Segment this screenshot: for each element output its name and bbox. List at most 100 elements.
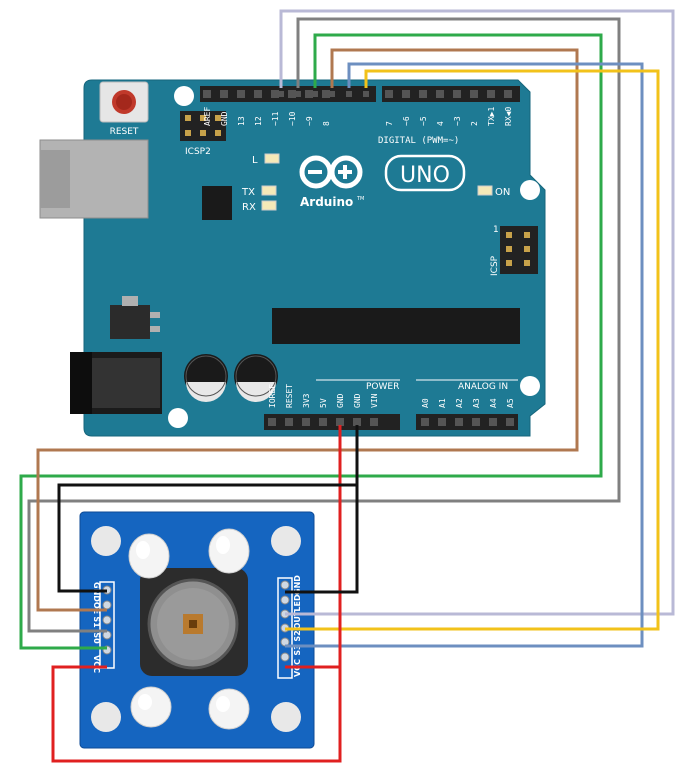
brand-label: Arduino (300, 195, 353, 209)
digital-pin-label: 8 (322, 121, 331, 126)
led-on-label: ON (495, 187, 510, 198)
analog-pin-label: A1 (438, 398, 447, 408)
digital-pin-label: AREF (203, 107, 212, 126)
digital-socket (402, 90, 410, 98)
power-socket (268, 418, 276, 426)
digital-socket (237, 90, 245, 98)
digital-pin-label: ~3 (453, 116, 462, 126)
digital-socket (419, 90, 427, 98)
sensor-right-label: GND (293, 575, 302, 595)
analog-socket (506, 418, 514, 426)
wire-end (337, 419, 343, 425)
led-rx-label: RX (242, 202, 256, 213)
reset-button[interactable] (99, 81, 149, 123)
sensor-right-label: LED (293, 594, 302, 612)
arduino-logo (299, 155, 363, 189)
power-pin-label: GND (336, 393, 345, 408)
digital-pin-label: ~10 (288, 111, 297, 126)
sensor-left-pad (102, 600, 112, 610)
digital-socket (470, 90, 478, 98)
power-socket (370, 418, 378, 426)
wire-end (354, 419, 360, 425)
white-led (130, 686, 172, 728)
digital-pin-label: TX▶1 (487, 107, 496, 126)
power-pin-label: 5V (319, 398, 328, 408)
arduino-uno-board: RESET ICSP2 (39, 79, 546, 437)
mount-hole (174, 86, 194, 106)
sensor-mount-hole (91, 702, 121, 732)
icsp-pin1-label: 1 (493, 225, 499, 235)
power-socket (285, 418, 293, 426)
icsp-header (500, 226, 538, 274)
analog-socket (472, 418, 480, 426)
capacitor (234, 354, 278, 402)
analog-pin-label: A2 (455, 398, 464, 408)
digital-pin-label: GND (220, 111, 229, 126)
mount-hole (520, 376, 540, 396)
digital-socket (453, 90, 461, 98)
wire-d11-s0 (19, 33, 603, 650)
icsp2-header (180, 111, 226, 141)
mount-hole (520, 180, 540, 200)
analog-pin-label: A0 (421, 398, 430, 408)
sensor-left-label: S0 (92, 632, 101, 644)
led-tx (261, 185, 277, 196)
sensor-left-label: OE (92, 602, 101, 614)
digital-socket (288, 90, 296, 98)
led-l (264, 153, 280, 164)
digital-socket (487, 90, 495, 98)
digital-socket (305, 90, 313, 98)
sensor-right-label: OUT (293, 610, 302, 629)
digital-pin-label: ~11 (271, 111, 280, 126)
analog-pin-label: A5 (506, 398, 515, 408)
sensor-right-pad (280, 652, 290, 662)
icsp-label: ICSP (490, 255, 500, 276)
wire-d12-s3 (27, 17, 621, 633)
analog-pin-label: A4 (489, 398, 498, 408)
white-led (208, 688, 250, 730)
digital-pin-label: 4 (436, 121, 445, 126)
sensor-die (189, 620, 197, 628)
wire-end (329, 91, 335, 97)
digital-socket (436, 90, 444, 98)
power-socket (319, 418, 327, 426)
wire-end (278, 91, 284, 97)
wires (19, 9, 675, 763)
analog-socket (489, 418, 497, 426)
sensor-mount-hole (271, 526, 301, 556)
usb-connector (39, 139, 149, 219)
wire-end (312, 91, 318, 97)
wire-end (363, 91, 369, 97)
analog-header (416, 414, 518, 430)
sensor-mount-hole (91, 526, 121, 556)
power-pin-label: RESET (285, 384, 294, 408)
sensor-left-label: S1 (92, 616, 101, 628)
power-jack (70, 352, 162, 414)
power-socket (302, 418, 310, 426)
led-tx-label: TX (241, 187, 255, 198)
wire-d10-s1 (36, 48, 579, 612)
wire-d9-led (285, 62, 644, 648)
white-led (208, 528, 250, 574)
wire-d8-out (285, 69, 660, 631)
power-pin-label: VIN (370, 393, 379, 408)
digital-pin-label: 12 (254, 116, 263, 126)
microcontroller (272, 308, 520, 344)
sensor-left-label: VCC (92, 655, 101, 673)
power-pin-label: 3V3 (302, 393, 311, 408)
analog-label: ANALOG IN (458, 382, 508, 392)
wire-5v-vcc (51, 420, 342, 763)
analog-socket (455, 418, 463, 426)
digital-socket (203, 90, 211, 98)
digital-socket (504, 90, 512, 98)
voltage-regulator (110, 296, 160, 339)
board-outline (83, 79, 546, 437)
usb-chip (202, 186, 232, 220)
led-rx (261, 200, 277, 211)
power-label: POWER (366, 382, 399, 392)
icsp2-label: ICSP2 (185, 147, 211, 157)
power-header (264, 414, 400, 430)
digital-pin-label: 2 (470, 121, 479, 126)
wire-end (295, 91, 301, 97)
